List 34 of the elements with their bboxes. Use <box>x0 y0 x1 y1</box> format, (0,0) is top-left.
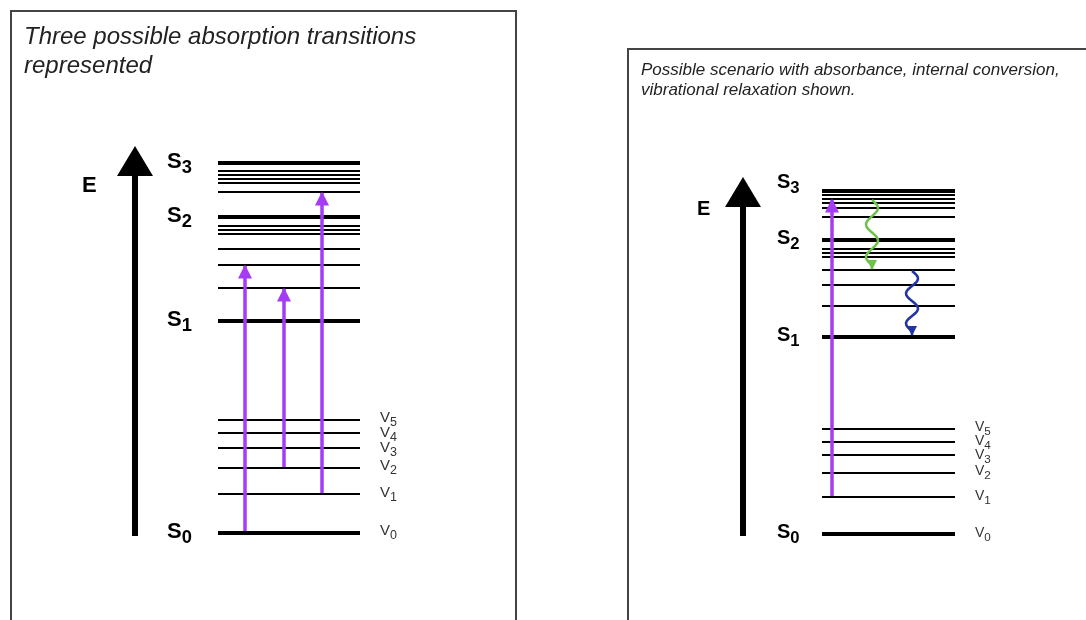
energy-level-line <box>822 496 955 498</box>
axis-label: E <box>697 198 711 218</box>
wavy-arrow <box>864 199 880 270</box>
panel-heading: Possible scenario with absorbance, internal conversion, vibrational relaxation shown. <box>641 60 1061 101</box>
state-label: S$_{2}$ <box>167 203 192 231</box>
state-label: S$_{0}$ <box>777 521 800 547</box>
level-label: V$_{0}$ <box>975 525 991 543</box>
panel-frame <box>627 48 1086 620</box>
wavy-arrow <box>904 270 920 336</box>
panel-frame <box>10 10 517 620</box>
energy-level-line <box>218 287 360 289</box>
state-label: S$_{3}$ <box>167 149 192 177</box>
state-label: S$_{0}$ <box>167 519 192 547</box>
energy-level-line <box>218 191 360 193</box>
energy-level-line <box>218 467 360 469</box>
energy-level-line <box>822 269 955 271</box>
energy-level-line <box>822 198 955 200</box>
level-label: V$_{2}$ <box>975 463 991 481</box>
level-label: V$_{2}$ <box>380 457 397 477</box>
level-label: V$_{0}$ <box>380 522 397 542</box>
level-label: V$_{1}$ <box>380 484 397 504</box>
state-label: S$_{1}$ <box>167 307 192 335</box>
level-label: V$_{1}$ <box>975 488 991 506</box>
energy-level-line <box>218 264 360 266</box>
panel-heading: Three possible absorption transitions represented <box>24 22 418 80</box>
arrow <box>825 198 839 496</box>
state-label: S$_{1}$ <box>777 324 800 350</box>
arrow <box>277 287 291 467</box>
energy-level-line <box>218 493 360 495</box>
arrow <box>238 264 252 531</box>
state-label: S$_{3}$ <box>777 171 800 197</box>
arrow <box>315 191 329 493</box>
axis-label: E <box>82 174 97 196</box>
state-label: S$_{2}$ <box>777 227 800 253</box>
